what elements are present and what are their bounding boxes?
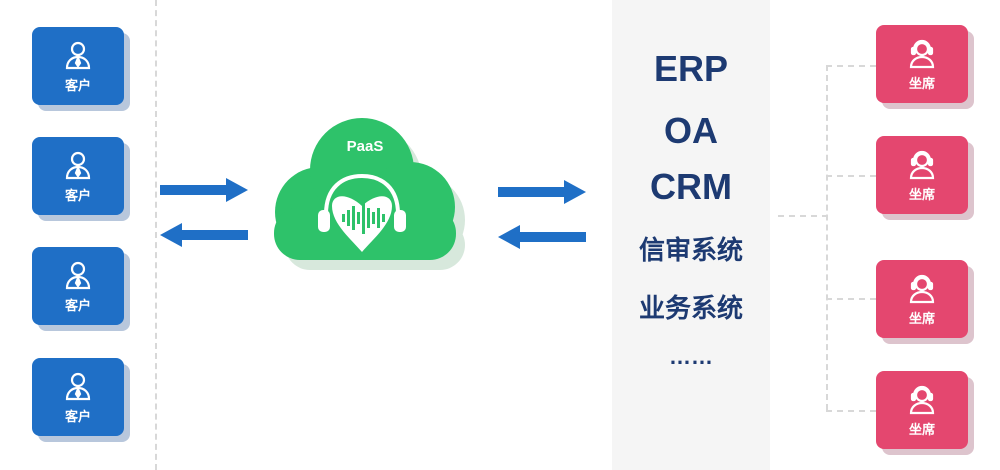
- left-divider: [155, 0, 157, 470]
- customer-card[interactable]: 客户: [32, 247, 124, 325]
- customer-card[interactable]: 客户: [32, 137, 124, 215]
- system-xinshen: 信审系统: [638, 235, 743, 265]
- customer-label: 客户: [64, 408, 91, 424]
- user-icon: [65, 151, 91, 179]
- agent-headset-icon: [909, 274, 935, 303]
- customer-label: 客户: [64, 297, 91, 313]
- user-icon: [65, 41, 91, 69]
- system-oa: OA: [664, 110, 718, 151]
- system-erp: ERP: [653, 48, 729, 89]
- customer-card[interactable]: 客户: [32, 27, 124, 105]
- agent-headset-icon: [909, 150, 935, 179]
- agent-label: 坐席: [908, 310, 935, 326]
- agent-label: 坐席: [908, 186, 935, 202]
- systems-panel: [612, 0, 770, 470]
- customer-card[interactable]: 客户: [32, 358, 124, 436]
- customer-label: 客户: [64, 77, 91, 93]
- headset-heart-icon: [318, 173, 406, 252]
- agent-label: 坐席: [908, 421, 935, 437]
- agent-card[interactable]: 坐席: [876, 260, 968, 338]
- system-business: 业务系统: [638, 293, 743, 323]
- system-more: ……: [669, 344, 713, 369]
- system-crm: CRM: [650, 166, 732, 207]
- connector-trunk: [826, 65, 828, 410]
- user-icon: [65, 372, 91, 400]
- connector-branch: [826, 65, 876, 67]
- agent-label: 坐席: [908, 75, 935, 91]
- connector-main: [778, 215, 828, 217]
- connector-branch: [826, 410, 876, 412]
- agent-headset-icon: [909, 39, 935, 68]
- arrow-right-icon: [160, 178, 248, 202]
- customer-label: 客户: [64, 187, 91, 203]
- agent-headset-icon: [909, 385, 935, 414]
- arrow-right-icon: [498, 180, 586, 204]
- connector-branch: [826, 298, 876, 300]
- arrow-left-icon: [160, 223, 248, 247]
- agent-card[interactable]: 坐席: [876, 136, 968, 214]
- user-icon: [65, 261, 91, 289]
- arrow-left-icon: [498, 225, 586, 249]
- cloud-label: PaaS: [346, 138, 384, 155]
- connector-branch: [826, 175, 876, 177]
- agent-card[interactable]: 坐席: [876, 371, 968, 449]
- agent-card[interactable]: 坐席: [876, 25, 968, 103]
